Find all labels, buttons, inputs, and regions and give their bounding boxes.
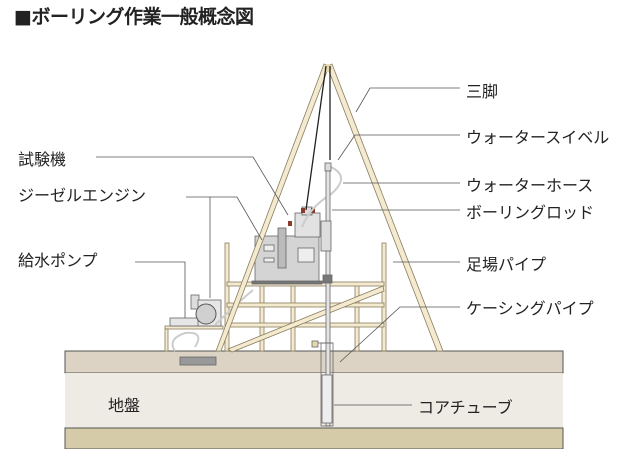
label-boring-rod: ボーリングロッド xyxy=(466,203,595,222)
label-diesel-engine: ジーゼルエンジン xyxy=(18,186,147,205)
water-pump xyxy=(164,289,254,366)
label-water-hose: ウォーターホース xyxy=(466,176,594,195)
boring-rod xyxy=(311,162,334,427)
label-casing-pipe: ケーシングパイプ xyxy=(466,299,594,318)
test-machine xyxy=(251,206,323,285)
label-scaffold-pipe: 足場パイプ xyxy=(466,255,547,274)
label-tripod: 三脚 xyxy=(466,82,499,101)
label-test-machine: 試験機 xyxy=(18,150,67,169)
label-ground: 地盤 xyxy=(108,396,141,415)
label-water-pump: 給水ポンプ xyxy=(18,251,98,270)
label-water-swivel: ウォータースイベル xyxy=(466,128,610,147)
label-core-tube: コアチューブ xyxy=(418,398,513,417)
diagram-title: ■ボーリング作業一般概念図 xyxy=(14,6,254,28)
tripod xyxy=(215,63,444,352)
ground xyxy=(64,350,564,449)
leader-lines xyxy=(96,87,460,406)
